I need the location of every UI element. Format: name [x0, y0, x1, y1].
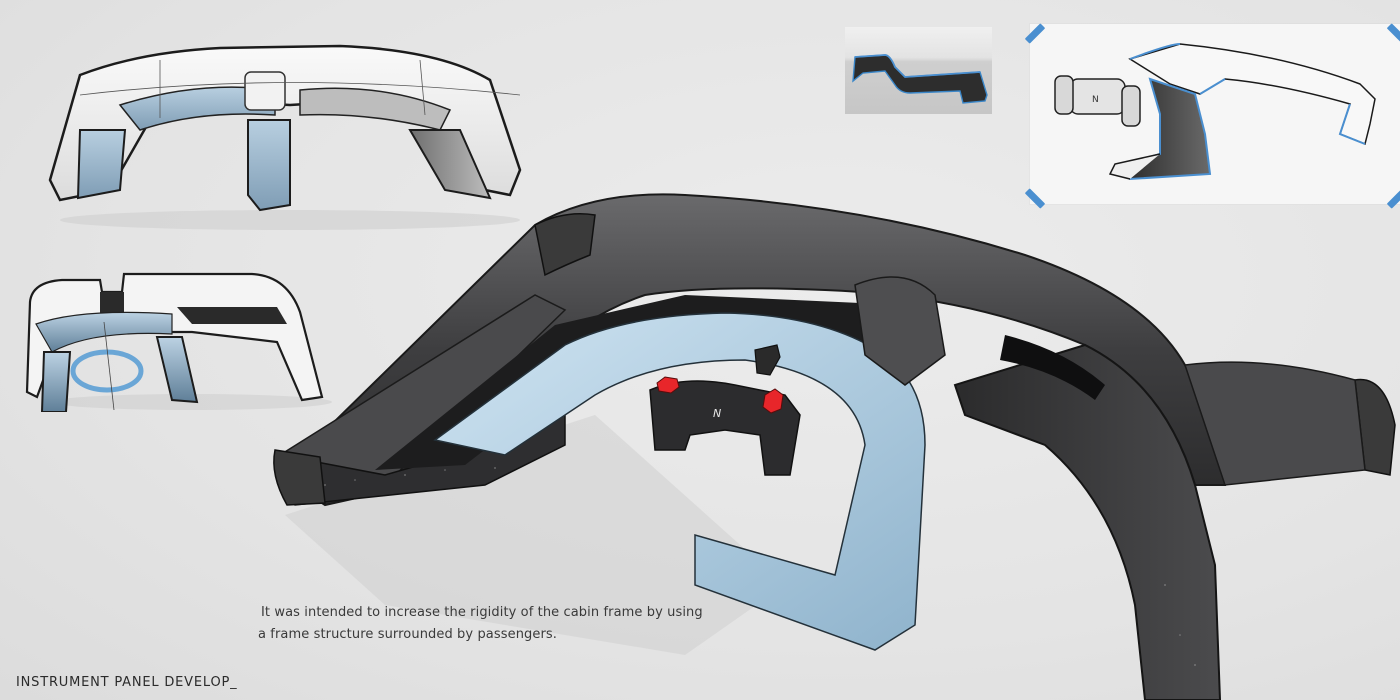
board-title: INSTRUMENT PANEL DEVELOP_ — [16, 675, 238, 690]
left-red-button — [656, 376, 680, 394]
logo-n: N — [713, 407, 721, 420]
caption-line-2: a frame structure surrounded by passenge… — [258, 627, 558, 642]
reference-photo — [845, 27, 992, 114]
caption-line-1: It was intended to increase the rigidity… — [261, 605, 703, 620]
main-instrument-panel-render: N — [265, 185, 1400, 700]
side-view-sketch — [22, 262, 332, 412]
right-red-button — [762, 388, 784, 414]
concept-sketch: N — [1054, 43, 1376, 181]
logo-n-small: N — [1092, 95, 1099, 105]
front-view-sketch — [20, 20, 540, 230]
steering-unit: N — [649, 344, 801, 476]
description-caption: It was intended to increase the rigidity… — [258, 602, 703, 646]
shifter — [754, 344, 781, 376]
taped-concept-card: N — [1024, 23, 1400, 209]
